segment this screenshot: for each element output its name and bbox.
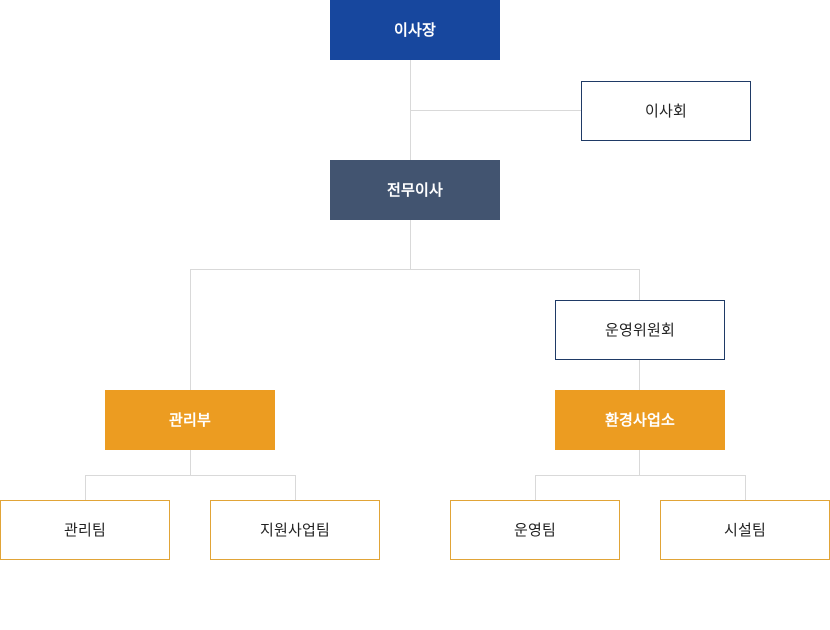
operating-committee-label: 운영위원회 bbox=[604, 320, 675, 339]
connector-to-board bbox=[410, 110, 582, 111]
managing-director-label: 전무이사 bbox=[386, 180, 443, 199]
facilities-team-box[interactable]: 시설팀 bbox=[660, 500, 830, 560]
chairman-box[interactable]: 이사장 bbox=[330, 0, 500, 60]
chairman-label: 이사장 bbox=[393, 20, 436, 39]
board-label: 이사회 bbox=[644, 101, 687, 120]
connector-director-down bbox=[410, 220, 411, 270]
connector-to-support-team bbox=[295, 475, 296, 500]
connector-to-operations-team bbox=[535, 475, 536, 500]
board-box[interactable]: 이사회 bbox=[581, 81, 751, 141]
environment-office-box[interactable]: 환경사업소 bbox=[555, 390, 725, 450]
connector-branch-horizontal bbox=[190, 269, 640, 270]
connector-to-facilities-team bbox=[745, 475, 746, 500]
connector-committee-to-office bbox=[639, 360, 640, 390]
connector-management-teams-horizontal bbox=[85, 475, 296, 476]
connector-to-management-team bbox=[85, 475, 86, 500]
management-department-box[interactable]: 관리부 bbox=[105, 390, 275, 450]
facilities-team-label: 시설팀 bbox=[723, 520, 766, 539]
connector-to-management-department bbox=[190, 269, 191, 390]
management-department-label: 관리부 bbox=[168, 410, 211, 429]
support-team-label: 지원사업팀 bbox=[259, 520, 330, 539]
managing-director-box[interactable]: 전무이사 bbox=[330, 160, 500, 220]
management-team-box[interactable]: 관리팀 bbox=[0, 500, 170, 560]
operating-committee-box[interactable]: 운영위원회 bbox=[555, 300, 725, 360]
operations-team-box[interactable]: 운영팀 bbox=[450, 500, 620, 560]
support-team-box[interactable]: 지원사업팀 bbox=[210, 500, 380, 560]
management-team-label: 관리팀 bbox=[63, 520, 106, 539]
connector-environment-office-down bbox=[639, 450, 640, 475]
connector-environment-teams-horizontal bbox=[535, 475, 746, 476]
environment-office-label: 환경사업소 bbox=[604, 410, 675, 429]
connector-management-department-down bbox=[190, 450, 191, 475]
operations-team-label: 운영팀 bbox=[513, 520, 556, 539]
connector-to-operating-committee bbox=[639, 269, 640, 300]
